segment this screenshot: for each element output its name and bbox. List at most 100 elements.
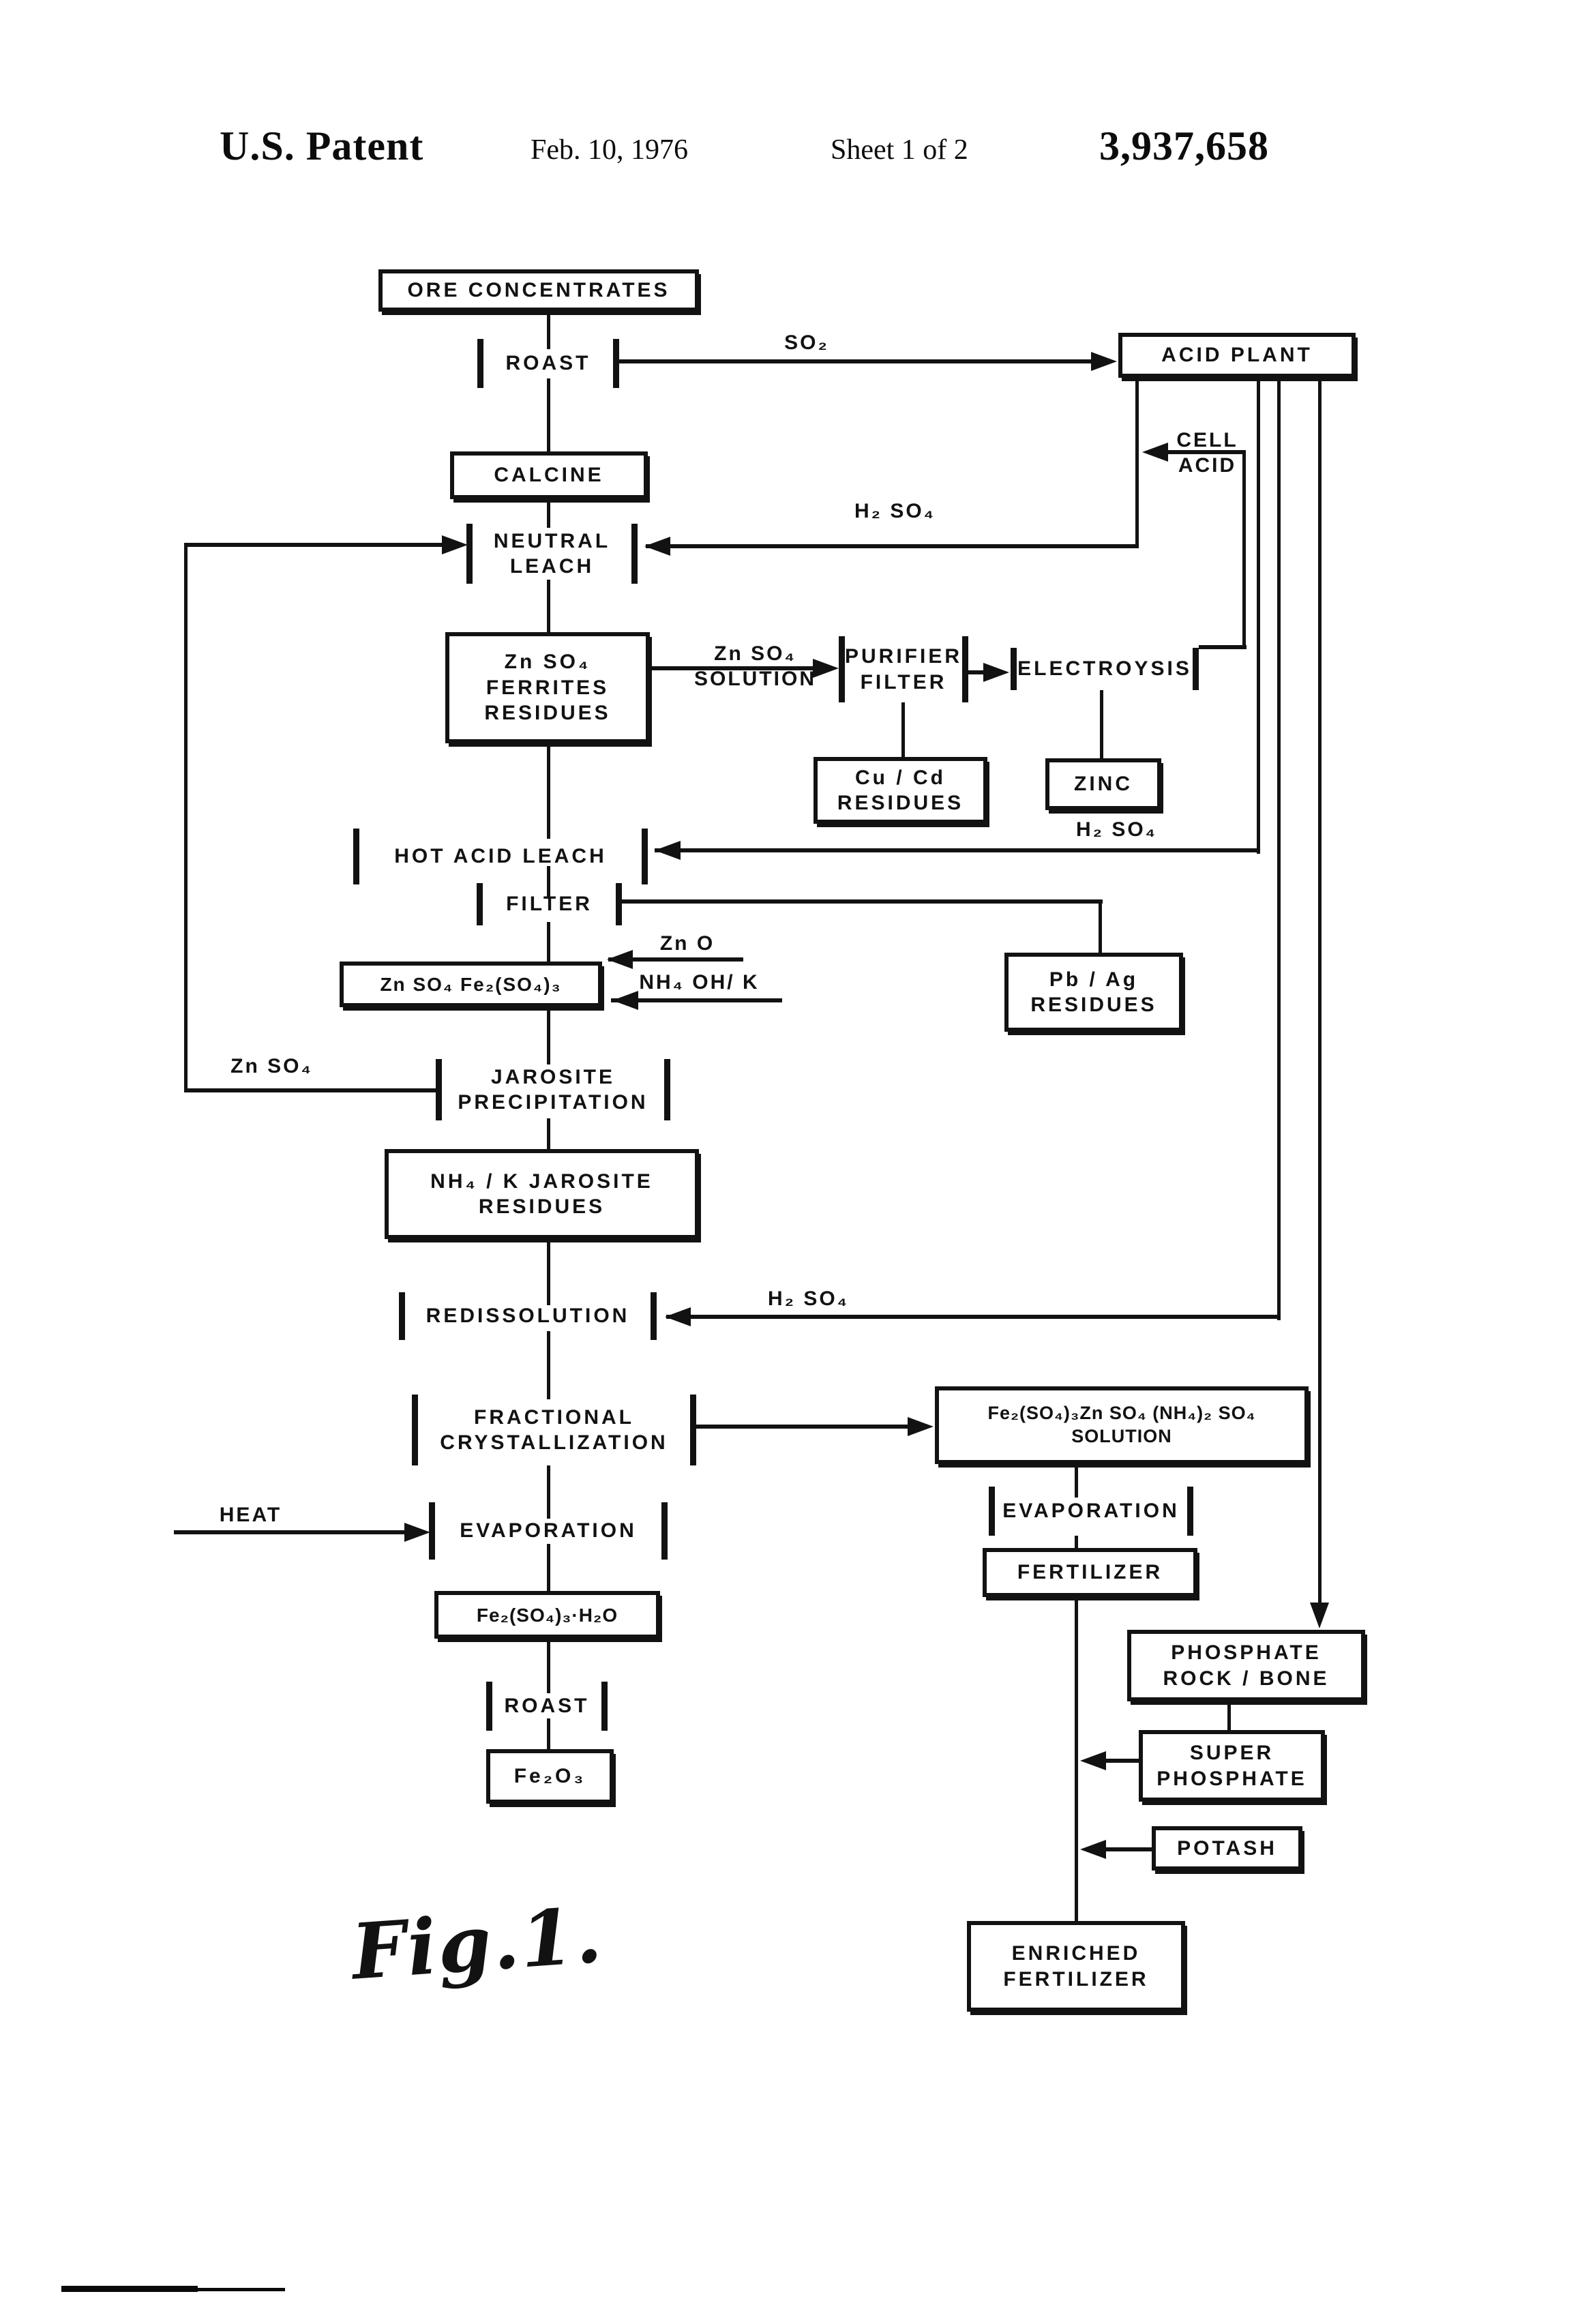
arrowhead-l-icon [612, 991, 638, 1010]
flow-line [1152, 450, 1245, 454]
node-zinc: ZINC [1045, 758, 1161, 810]
node-roast2-text: ROAST [504, 1695, 590, 1718]
node-fig1: Fig.1. [348, 1873, 606, 2016]
node-enriched-fertilizer-text: FERTILIZER [1003, 1967, 1149, 1991]
node-electroysis-text: ELECTROYSIS [1017, 657, 1192, 681]
flow-line [655, 848, 1259, 852]
node-enriched-fertilizer-text: ENRICHED [1011, 1942, 1141, 1965]
node-electroysis: ELECTROYSIS [1011, 648, 1199, 690]
node-pbag-residues: Pb / Ag RESIDUES [1004, 953, 1183, 1032]
flow-line [1257, 378, 1260, 854]
flow-line [547, 1639, 550, 1693]
node-super-phosphate-text: PHOSPHATE [1156, 1767, 1307, 1790]
scan-artifact [196, 2288, 285, 2291]
node-fractional-cryst-text: FRACTIONAL [474, 1405, 634, 1429]
node-calcine-text: CALCINE [494, 464, 604, 487]
node-cucd-residues-text: Cu / Cd [855, 766, 946, 789]
node-znso4-fe2so43: Zn SO₄ Fe₂(SO₄)₃ [340, 962, 602, 1007]
node-neutral-leach-text: NEUTRAL [493, 529, 611, 552]
node-fe2so43-h2o-text: Fe₂(SO₄)₃·H₂O [476, 1604, 618, 1626]
node-phosphate-rock-text: PHOSPHATE [1171, 1641, 1322, 1664]
arrowhead-r-icon [1091, 352, 1117, 371]
node-zno-text: Zn O [659, 932, 715, 955]
flow-line [968, 670, 990, 674]
node-ore-concentrates-text: ORE CONCENTRATES [407, 279, 670, 302]
flow-line [1135, 378, 1139, 548]
node-nh4ohk: NH₄ OH/ K [616, 970, 783, 996]
node-evaporation-left-text: EVAPORATION [460, 1519, 637, 1543]
arrowhead-r-icon [404, 1523, 430, 1542]
flow-line [1075, 1597, 1078, 1921]
arrowhead-l-icon [665, 1307, 691, 1326]
flow-line [547, 1007, 550, 1064]
node-cucd-residues: Cu / Cd RESIDUES [814, 757, 987, 824]
flow-line [696, 1425, 910, 1429]
node-pbag-residues-text: Pb / Ag [1049, 968, 1139, 991]
node-znso4-fe2so43-text: Zn SO₄ Fe₂(SO₄)₃ [380, 974, 562, 995]
node-znso4-recycle: Zn SO₄ [215, 1052, 328, 1081]
node-jarosite-precip-text: JAROSITE [490, 1065, 616, 1088]
node-h2so4-hot: H₂ SO₄ [1050, 816, 1183, 844]
flow-line [547, 1544, 550, 1591]
node-cucd-residues-text: RESIDUES [837, 792, 964, 814]
node-redissolution-text: REDISSOLUTION [426, 1305, 630, 1328]
node-solution-box-text: Fe₂(SO₄)₃Zn SO₄ (NH₄)₂ SO₄ [987, 1403, 1256, 1424]
flow-line [547, 1239, 550, 1305]
node-pbag-residues-text: RESIDUES [1030, 994, 1157, 1016]
node-ore-concentrates: ORE CONCENTRATES [378, 269, 699, 312]
node-h2so4-neutral: H₂ SO₄ [829, 498, 961, 525]
patent-header-title: U.S. Patent [220, 123, 424, 168]
flow-line [622, 899, 1103, 904]
arrowhead-l-icon [607, 950, 633, 969]
node-super-phosphate-text: SUPER [1189, 1742, 1274, 1764]
arrowhead-d-icon [1310, 1603, 1329, 1628]
flow-line [547, 1465, 550, 1519]
node-redissolution: REDISSOLUTION [399, 1292, 657, 1340]
node-znso4-solution-text: SOLUTION [694, 668, 816, 690]
flow-line [1227, 1701, 1231, 1730]
node-fe2so43-h2o: Fe₂(SO₄)₃·H₂O [434, 1591, 660, 1639]
arrowhead-r-icon [442, 535, 468, 554]
node-nh4k-jarosite-text: RESIDUES [478, 1195, 606, 1218]
arrowhead-l-icon [655, 841, 681, 860]
node-fertilizer: FERTILIZER [983, 1548, 1197, 1597]
flow-line [646, 544, 1138, 548]
node-neutral-leach: NEUTRAL LEACH [466, 524, 638, 584]
flow-line [1099, 899, 1102, 953]
node-neutral-leach-text: LEACH [509, 555, 595, 578]
flow-line [1088, 1759, 1140, 1763]
node-purifier-filter-text: FILTER [860, 670, 947, 694]
flow-line [547, 499, 550, 528]
flow-line [547, 312, 550, 349]
flow-line [611, 998, 782, 1002]
node-heat: HEAT [205, 1502, 297, 1528]
flow-line [1088, 1847, 1153, 1851]
patent-header-date: Feb. 10, 1976 [531, 134, 688, 166]
node-hot-acid-leach-text: HOT ACID LEACH [394, 845, 607, 868]
arrowhead-l-icon [1080, 1751, 1106, 1770]
scan-artifact [61, 2286, 198, 2292]
arrowhead-r-icon [983, 663, 1009, 682]
arrowhead-l-icon [1142, 443, 1168, 462]
flow-line [901, 702, 905, 757]
flow-line [547, 1118, 550, 1149]
node-cell-acid-text: ACID [1178, 454, 1237, 477]
node-purifier-filter-text: PURIFIER [845, 645, 963, 668]
node-super-phosphate: SUPER PHOSPHATE [1139, 1730, 1325, 1802]
node-fig1-text: Fig.1. [348, 1890, 606, 1997]
arrowhead-r-icon [813, 659, 839, 678]
node-znso4-ferrites-text: RESIDUES [484, 702, 611, 725]
node-roast1-text: ROAST [505, 352, 591, 375]
flow-line [547, 866, 550, 897]
node-znso4-recycle-text: Zn SO₄ [230, 1055, 313, 1078]
flow-line [547, 580, 550, 632]
node-znso4-solution-text: Zn SO₄ [714, 642, 796, 665]
patent-header-sheet: Sheet 1 of 2 [831, 134, 968, 166]
flow-line [1318, 378, 1322, 1605]
node-solution-box-text: SOLUTION [1071, 1426, 1172, 1446]
